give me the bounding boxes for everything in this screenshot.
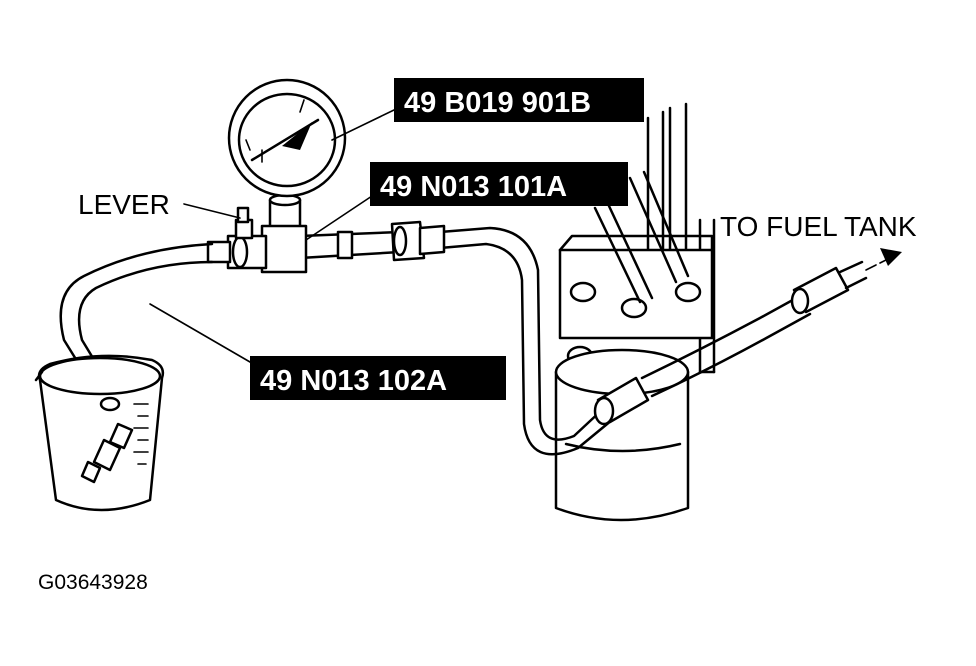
hose-part-number: 49 N013 102A (260, 365, 447, 397)
gauge-part-number: 49 B019 901B (404, 87, 591, 119)
adapter-assembly (206, 193, 446, 274)
gauge-part-box (394, 78, 644, 122)
fuel-filter-assembly (554, 102, 716, 522)
to-fuel-tank-label: TO FUEL TANK (720, 211, 917, 242)
adapter-part-number: 49 N013 101A (380, 171, 567, 203)
nozzle-part (80, 422, 134, 484)
valve-lever (234, 206, 254, 240)
drain-hose (59, 242, 214, 400)
hose-part-callout: 49 N013 102A (250, 356, 506, 400)
pressure-gauge (227, 78, 347, 198)
adapter-part-callout: 49 N013 101A (370, 162, 628, 206)
figure-id: G03643928 (38, 571, 148, 594)
filter-inlet-fitting (593, 376, 650, 426)
hose-part-box (250, 356, 506, 400)
gauge-part-callout: 49 B019 901B (394, 78, 644, 122)
leader-lines (149, 109, 395, 363)
fuel-tank-return-line (640, 248, 902, 398)
supply-hose (438, 226, 650, 456)
adapter-part-box (370, 162, 628, 206)
beaker (34, 354, 165, 512)
lever-label: LEVER (78, 189, 170, 220)
